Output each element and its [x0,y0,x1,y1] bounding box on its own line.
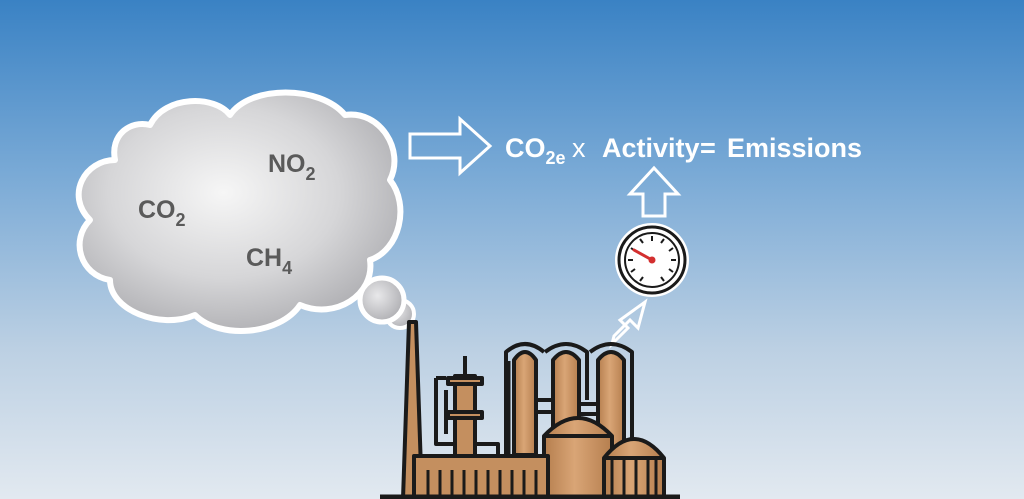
diagonal-arrow-icon [609,298,648,349]
emissions-equation: CO2e x Activity = Emissions [505,133,862,168]
times-sign: x [572,133,586,163]
factory-icon [380,320,680,499]
equals-sign: = [700,133,716,163]
pressure-gauge-icon [615,223,689,297]
activity-label: Activity [602,133,700,163]
gas-label-co2: CO2 [138,196,186,230]
gas-label-no2: NO2 [268,150,316,184]
cloud-icon [75,89,404,334]
emission-factor-label: CO2e [505,133,566,168]
smoke-puff-icon [357,275,416,330]
emissions-label: Emissions [727,133,862,163]
right-arrow-icon [408,115,493,177]
gas-label-ch4: CH4 [246,244,292,278]
up-arrow-icon [626,165,682,218]
